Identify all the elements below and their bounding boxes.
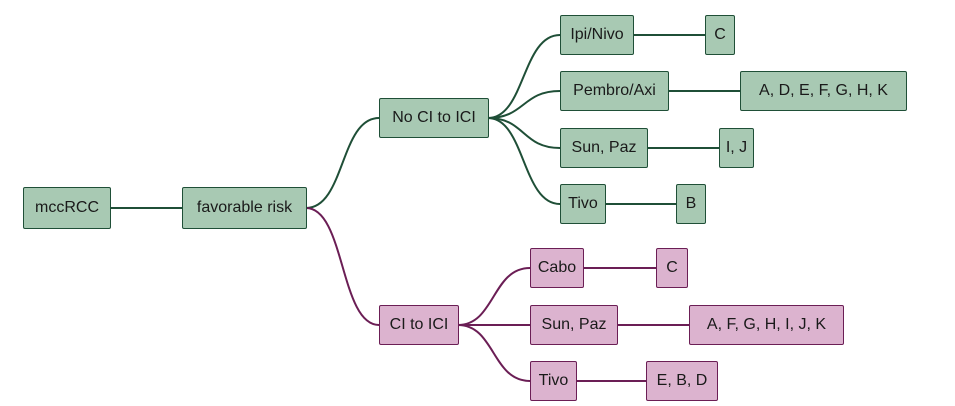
- node-tivo-pink: Tivo: [530, 361, 577, 401]
- node-sun-paz-green-leaf: I, J: [719, 128, 754, 168]
- node-sun-paz-pink: Sun, Paz: [530, 305, 618, 345]
- link-risk-ci: [305, 207, 380, 326]
- link-noci-sun1: [487, 117, 561, 149]
- link-risk-noci: [305, 117, 380, 209]
- link-noci-pembro: [487, 90, 561, 119]
- node-ci-to-ici: CI to ICI: [379, 305, 459, 345]
- node-ipi-nivo-leaf: C: [705, 15, 735, 55]
- node-tivo-pink-leaf: E, B, D: [646, 361, 718, 401]
- node-pembro-axi-leaf: A, D, E, F, G, H, K: [740, 71, 907, 111]
- node-no-ci-to-ici: No CI to ICI: [379, 98, 489, 138]
- node-sun-paz-green: Sun, Paz: [560, 128, 648, 168]
- node-tivo-green-leaf: B: [676, 184, 706, 224]
- node-root: mccRCC: [23, 187, 111, 229]
- link-ci-cabo: [457, 267, 531, 326]
- node-favorable-risk: favorable risk: [182, 187, 307, 229]
- node-tivo-green: Tivo: [560, 184, 606, 224]
- node-cabo: Cabo: [530, 248, 584, 288]
- node-sun-paz-pink-leaf: A, F, G, H, I, J, K: [689, 305, 844, 345]
- link-noci-ipi: [487, 34, 561, 119]
- node-pembro-axi: Pembro/Axi: [560, 71, 669, 111]
- node-ipi-nivo: Ipi/Nivo: [560, 15, 634, 55]
- link-ci-tivo2: [457, 324, 531, 382]
- link-noci-tivo1: [487, 117, 561, 205]
- node-cabo-leaf: C: [656, 248, 688, 288]
